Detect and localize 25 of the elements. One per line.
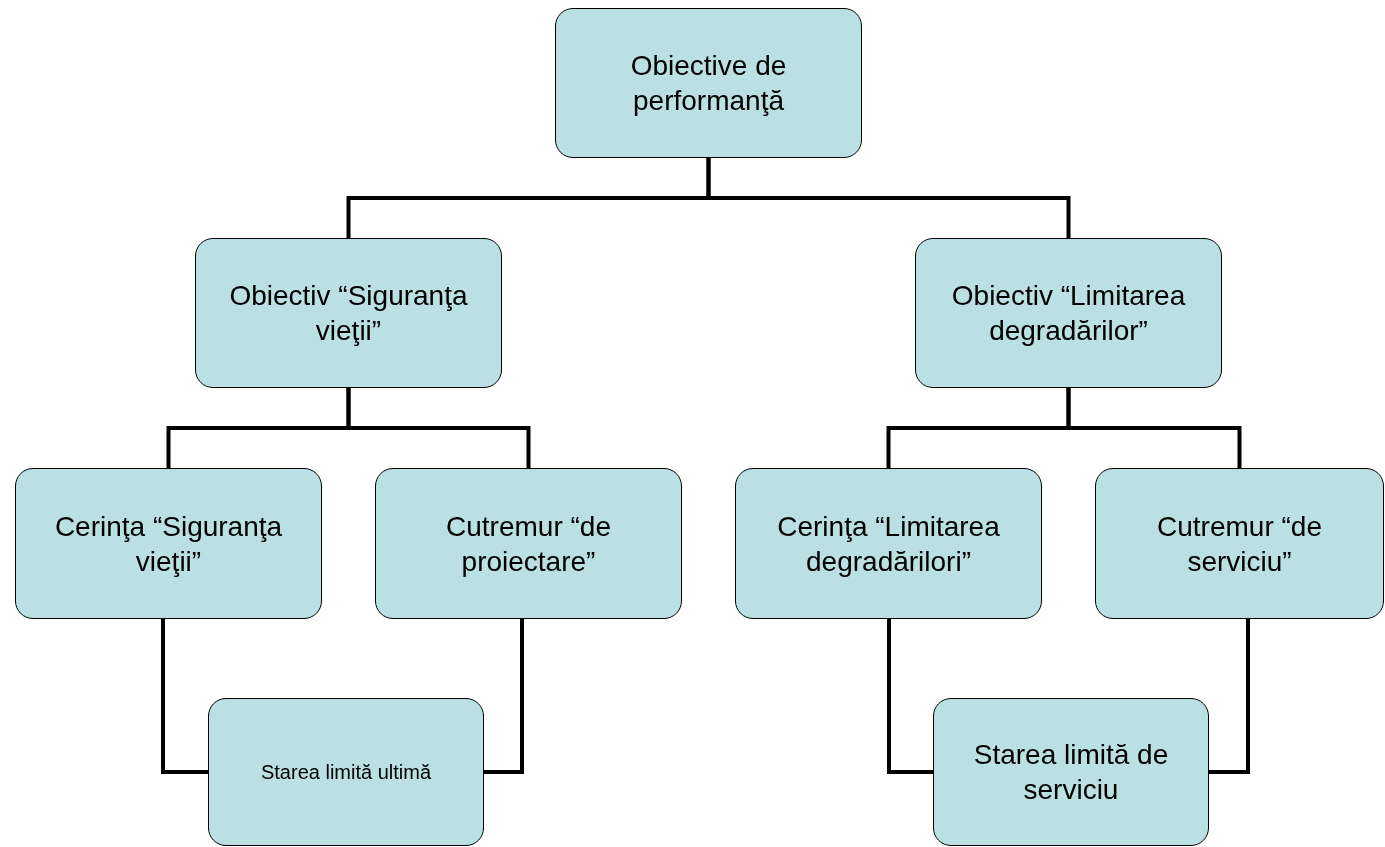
connector-line xyxy=(1066,388,1242,468)
process-box xyxy=(375,468,682,619)
box-label: Obiectiv “Limitarea degradărilor” xyxy=(950,279,1187,348)
connector-line xyxy=(1209,619,1250,774)
process-box xyxy=(1095,468,1384,619)
connector-line xyxy=(887,619,933,774)
connector-line xyxy=(706,158,1071,238)
box-label: Starea limită ultimă xyxy=(260,759,432,785)
process-box xyxy=(735,468,1042,619)
box-label: Cerinţa “Siguranţa vieţii” xyxy=(53,509,284,579)
box-label: Cutremur “de proiectare” xyxy=(445,509,612,579)
connector-line xyxy=(161,619,208,774)
process-box xyxy=(555,8,862,158)
box-label: Cutremur “de serviciu” xyxy=(1156,509,1323,579)
process-box xyxy=(208,698,484,846)
box-label: Cerinţa “Limitarea degradărilori” xyxy=(776,509,1001,579)
process-box xyxy=(933,698,1209,846)
box-label: Starea limită de serviciu xyxy=(972,738,1170,807)
process-box xyxy=(195,238,502,388)
connector-line xyxy=(484,619,524,774)
connector-line xyxy=(346,388,531,468)
box-label: Obiective de performanţă xyxy=(629,49,788,118)
box-label: Obiectiv “Siguranţa vieţii” xyxy=(228,279,469,348)
process-box xyxy=(915,238,1222,388)
process-box xyxy=(15,468,322,619)
